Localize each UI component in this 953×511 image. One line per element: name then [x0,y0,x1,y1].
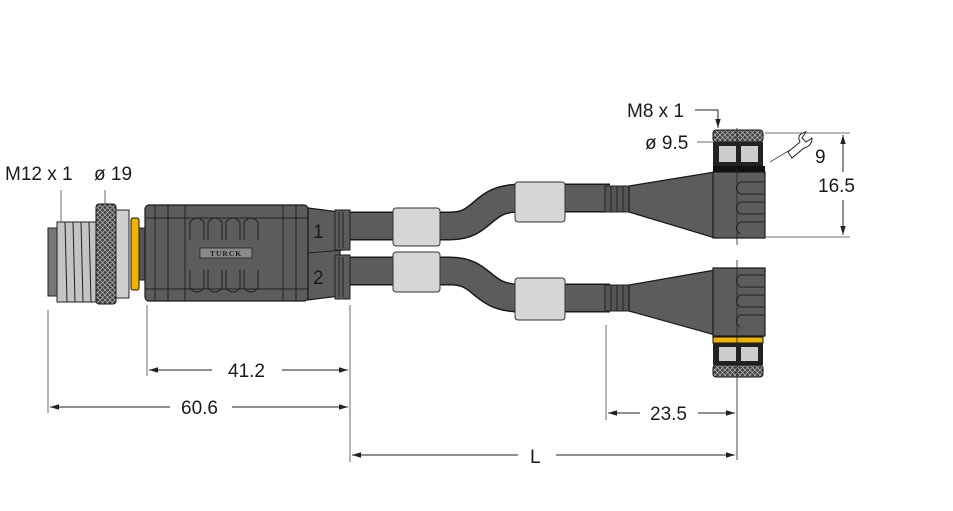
knurled-nut [95,203,117,305]
port-1-label: 1 [313,222,324,243]
m8-connector-1 [604,128,766,245]
dim-m8-height: 16.5 [818,176,855,197]
cable-sleeve [392,207,441,247]
dim-m8-connector-length: 23.5 [650,404,687,425]
m12-male-connector [47,203,351,305]
dim-body-length: 41.2 [228,361,265,382]
dim-overall-m12-length: 60.6 [181,398,218,419]
wrench-icon [787,131,813,159]
cable-sleeve [514,181,566,223]
cable-2 [345,256,610,313]
cable-sleeve [514,277,566,321]
m8-thread-label: M8 x 1 [627,101,684,122]
cable-sleeve [392,251,441,293]
m12-thread-label: M12 x 1 [5,164,73,185]
brand-logo-text: TURCK [210,249,242,258]
seal-ring [130,217,140,291]
cable-1 [345,183,610,241]
wrench-size-label: 9 [815,147,826,168]
m8-connector-2 [604,260,766,460]
dim-cable-length: L [530,447,541,468]
m8-diameter-label: ø 9.5 [645,133,688,154]
port-2-label: 2 [313,268,324,289]
m12-diameter-label: ø 19 [94,164,132,185]
brand-logo-plate [199,247,253,259]
